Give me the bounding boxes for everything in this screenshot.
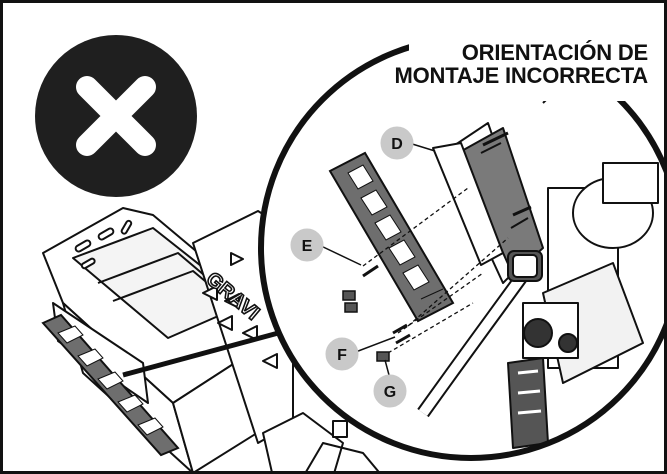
callout-d: D (380, 126, 436, 160)
assembly-illustration: GRAVI (35, 33, 664, 471)
close-icon (35, 35, 197, 197)
callout-g: G (373, 359, 407, 408)
callout-e-label: E (302, 238, 313, 255)
callout-e: E (290, 228, 362, 266)
guard-plate-detached (328, 151, 455, 323)
callout-f-label: F (337, 347, 347, 364)
assembly-guides (362, 187, 509, 354)
magnified-detail (417, 72, 659, 449)
guard-plate-installed (41, 313, 180, 457)
title-line-1: ORIENTACIÓN DE (461, 40, 648, 65)
title-line-2: MONTAJE INCORRECTA (394, 63, 649, 88)
fasteners (342, 264, 411, 362)
page-title: ORIENTACIÓN DE MONTAJE INCORRECTA (348, 40, 649, 88)
callout-f: F (325, 336, 396, 371)
callout-g-label: G (384, 384, 396, 401)
callout-d-label: D (391, 136, 403, 153)
